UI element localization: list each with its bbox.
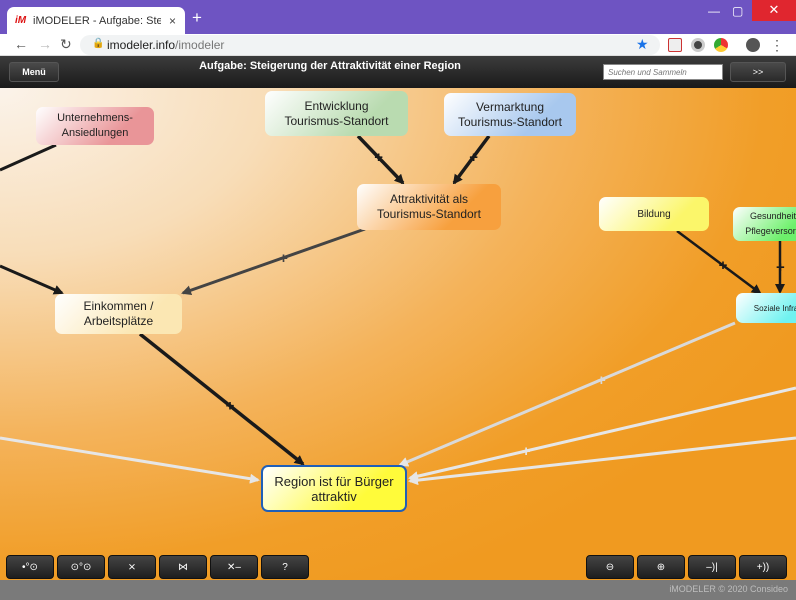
back-icon[interactable]: ← <box>14 36 28 52</box>
footer: iMODELER © 2020 Consideo <box>0 580 796 600</box>
reload-icon[interactable]: ↻ <box>60 36 72 52</box>
edge-sign-label: + <box>226 398 235 415</box>
edge-offscreen-region-2[interactable] <box>408 436 796 486</box>
kebab-menu-icon[interactable]: ⋮ <box>770 37 784 53</box>
bookmark-star-icon[interactable]: ★ <box>636 36 649 52</box>
copyright-text: iMODELER © 2020 Consideo <box>669 584 788 594</box>
forward-icon[interactable]: → <box>38 36 52 52</box>
app-header: Menü Aufgabe: Steigerung der Attraktivit… <box>0 56 796 88</box>
task-title: Aufgabe: Steigerung der Attraktivität ei… <box>199 60 461 72</box>
url-path: /imodeler <box>175 38 225 52</box>
edge-sign-label: + <box>776 259 785 276</box>
lock-icon: 🔒 <box>92 38 105 49</box>
tab-close-icon[interactable]: × <box>169 13 177 28</box>
node-vermarktung[interactable]: Vermarktung Tourismus-Standort <box>444 93 576 136</box>
node-label: Einkommen / Arbeitsplätze <box>83 299 154 328</box>
edge-unternehmens-offscreen[interactable] <box>0 143 57 172</box>
node-region[interactable]: Region ist für Bürger attraktiv <box>261 465 407 512</box>
edge-vermarktung-attraktivitaet[interactable] <box>452 134 491 185</box>
edge-einkommen-region[interactable] <box>138 332 305 466</box>
browser-tab[interactable]: iM iMODELER - Aufgabe: Steigerung × <box>7 7 185 34</box>
edge-sign-label: + <box>719 257 728 274</box>
edge-offscreen-region-1[interactable] <box>408 386 796 482</box>
edge-sign-label: + <box>279 250 288 267</box>
search-input[interactable] <box>603 64 723 80</box>
pdf-extension-icon[interactable] <box>668 38 682 52</box>
network-view-button[interactable]: ⋈ <box>159 555 207 579</box>
imodeler-favicon: iM <box>15 15 27 26</box>
edge-bildung-soziale[interactable] <box>676 229 762 295</box>
node-soziale[interactable]: Soziale Infra <box>736 293 796 323</box>
edge-offscreen-einkommen[interactable] <box>0 264 64 295</box>
menu-button[interactable]: Menü <box>9 62 59 82</box>
extension-icon[interactable] <box>691 38 705 52</box>
profile-avatar-icon[interactable] <box>746 38 760 52</box>
tab-strip: iM iMODELER - Aufgabe: Steigerung × + — … <box>0 0 796 34</box>
node-bildung[interactable]: Bildung <box>599 197 709 231</box>
window-close-button[interactable]: ✕ <box>752 0 796 21</box>
node-label: Attraktivität als Tourismus-Standort <box>376 192 482 221</box>
minimize-button[interactable]: — <box>708 4 720 18</box>
maximize-button[interactable]: ▢ <box>732 4 744 18</box>
collapse-button[interactable]: –)| <box>688 555 736 579</box>
link-in-button[interactable]: •°⊙ <box>6 555 54 579</box>
edge-layer: + + + + + + + + <box>0 134 796 486</box>
chrome-extension-icon[interactable] <box>714 38 728 52</box>
url-host: imodeler.info <box>107 38 176 52</box>
node-entwicklung[interactable]: Entwicklung Tourismus-Standort <box>265 91 408 136</box>
next-button[interactable]: >> <box>730 62 786 82</box>
tab-title: iMODELER - Aufgabe: Steigerung <box>33 14 161 27</box>
minus-view-button[interactable]: ✕– <box>210 555 258 579</box>
edge-sign-label: + <box>469 149 478 166</box>
edge-entwicklung-attraktivitaet[interactable] <box>356 134 405 185</box>
address-bar: ← → ↻ 🔒 imodeler.info/imodeler ★ ⋮ <box>0 34 796 56</box>
model-canvas[interactable]: + + + + + + + + Unternehmens- Ansiedlungen Entwi… <box>0 88 796 580</box>
node-gesundheit[interactable]: Gesundheit Pflegeversorg <box>733 207 796 241</box>
node-label: Region ist für Bürger attraktiv <box>274 473 394 504</box>
node-attraktivitaet[interactable]: Attraktivität als Tourismus-Standort <box>357 184 501 230</box>
node-label: Vermarktung Tourismus-Standort <box>457 99 563 129</box>
edge-soziale-region[interactable] <box>398 321 736 467</box>
node-label: Unternehmens- Ansiedlungen <box>57 112 133 139</box>
node-label: Entwicklung Tourismus-Standort <box>284 98 389 128</box>
zoom-out-button[interactable]: ⊖ <box>586 555 634 579</box>
node-label: Bildung <box>637 208 671 220</box>
expand-button[interactable]: +)) <box>739 555 787 579</box>
node-einkommen[interactable]: Einkommen / Arbeitsplätze <box>55 294 182 334</box>
node-label: Soziale Infra <box>753 303 796 313</box>
bottom-toolbar: •°⊙⊙°⊙⨯⋈✕–? ⊖⊕–)|+)) <box>0 555 796 580</box>
url-text: imodeler.info/imodeler <box>107 38 224 52</box>
edge-offscreen-region-left[interactable] <box>0 436 260 484</box>
edge-sign-label: + <box>597 372 606 389</box>
edge-sign-label: + <box>522 443 531 460</box>
new-tab-button[interactable]: + <box>192 8 202 27</box>
help-button[interactable]: ? <box>261 555 309 579</box>
link-out-button[interactable]: ⊙°⊙ <box>57 555 105 579</box>
node-label: Gesundheit Pflegeversorg <box>745 211 796 236</box>
edge-attraktivitaet-einkommen[interactable] <box>181 227 366 296</box>
cross-view-button[interactable]: ⨯ <box>108 555 156 579</box>
edge-sign-label: + <box>374 149 383 166</box>
zoom-in-button[interactable]: ⊕ <box>637 555 685 579</box>
node-unternehmens[interactable]: Unternehmens- Ansiedlungen <box>36 107 154 145</box>
url-field[interactable]: 🔒 imodeler.info/imodeler ★ <box>80 35 660 55</box>
